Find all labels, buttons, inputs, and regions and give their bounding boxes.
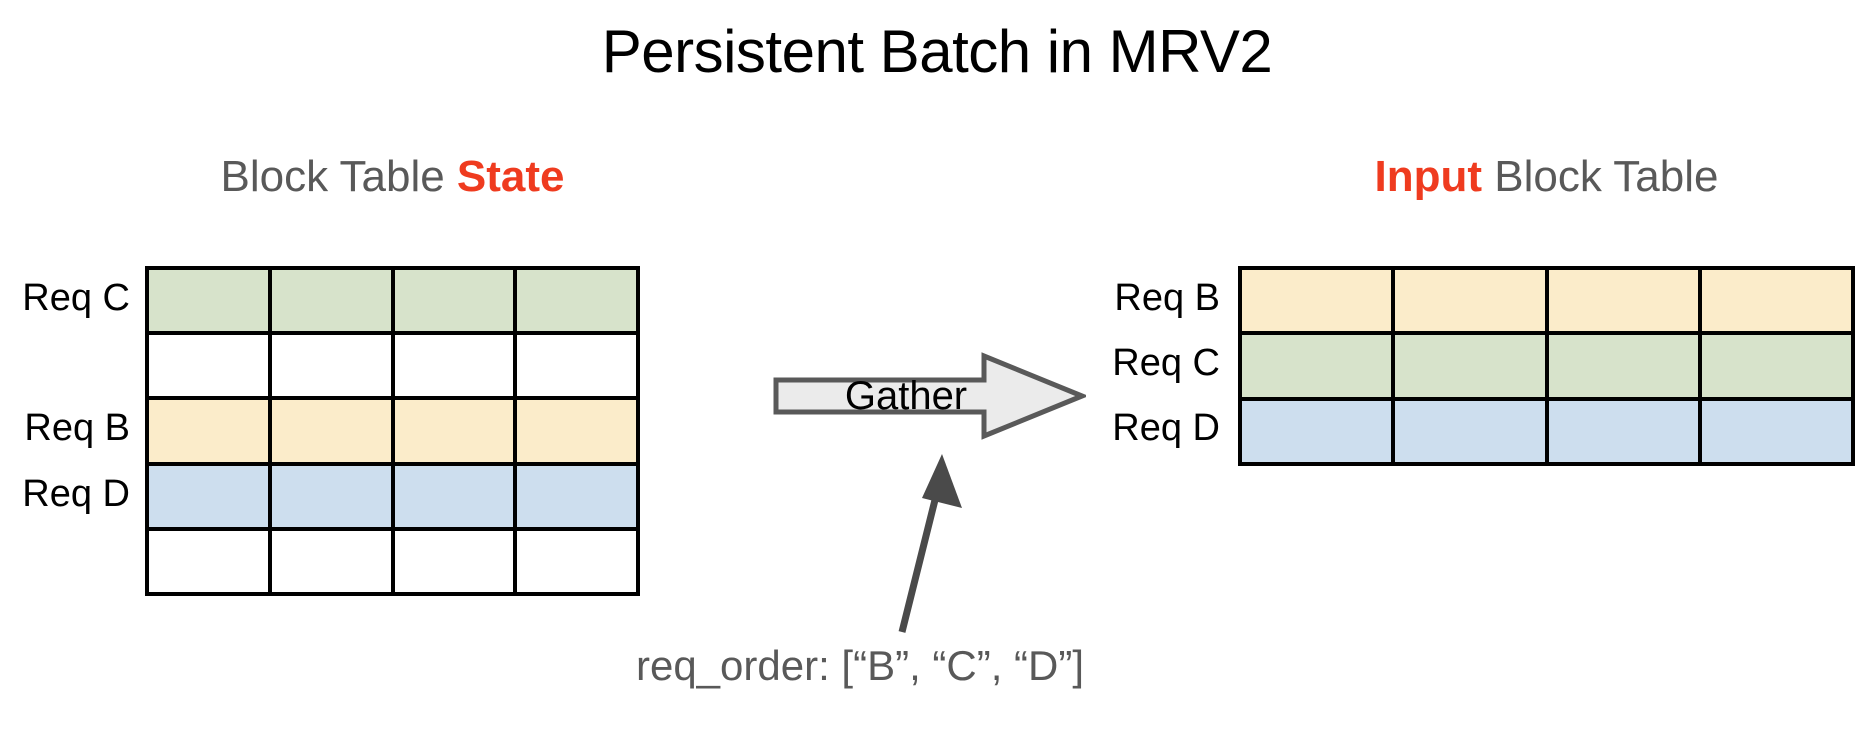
block-table-cell — [1548, 335, 1698, 397]
block-table-cell — [394, 465, 514, 527]
row-label-req-b: Req B — [24, 407, 130, 450]
block-table-cell — [149, 530, 268, 592]
page-title: Persistent Batch in MRV2 — [601, 18, 1273, 85]
block-table-cell — [394, 335, 514, 397]
gather-label: Gather — [844, 373, 968, 418]
block-table-cell — [1701, 335, 1851, 397]
right-table-heading: Input Block Table — [1238, 150, 1855, 204]
row-label-req-d: Req D — [1112, 407, 1220, 450]
block-table-cell — [517, 335, 636, 397]
block-table-cell — [149, 400, 268, 462]
row-label-req-c: Req C — [1112, 342, 1220, 385]
block-table-cell — [1395, 335, 1545, 397]
row-label-req-c: Req C — [22, 277, 130, 319]
block-table-cell — [1548, 400, 1698, 462]
block-table-cell — [1395, 270, 1545, 332]
block-table-cell — [394, 400, 514, 462]
input-block-table-grid — [1238, 266, 1855, 466]
row-label-req-b: Req B — [1114, 277, 1220, 319]
block-table-cell — [517, 530, 636, 592]
block-table-cell — [271, 530, 391, 592]
req-order-annotation: req_order: [“B”, “C”, “D”] — [635, 642, 1085, 689]
left-table-heading: Block Table State — [145, 150, 640, 204]
block-table-cell — [517, 465, 636, 527]
gather-arrow-icon — [773, 352, 1086, 440]
block-table-cell — [394, 530, 514, 592]
block-table-cell — [1242, 270, 1392, 332]
block-table-cell — [1701, 400, 1851, 462]
right-heading-accent: Input — [1374, 152, 1483, 201]
block-table-state-grid — [145, 266, 640, 596]
block-table-cell — [1242, 400, 1392, 462]
row-label-req-d: Req D — [22, 472, 130, 515]
block-table-cell — [1548, 270, 1698, 332]
block-table-cell — [517, 270, 636, 332]
block-table-cell — [1395, 400, 1545, 462]
block-table-cell — [271, 400, 391, 462]
req-order-pointer-arrow-icon — [898, 454, 962, 633]
block-table-cell — [271, 270, 391, 332]
block-table-cell — [271, 465, 391, 527]
block-table-cell — [149, 335, 268, 397]
block-table-cell — [271, 335, 391, 397]
left-heading-accent: State — [456, 152, 565, 201]
block-table-cell — [517, 400, 636, 462]
left-heading-plain: Block Table — [220, 152, 457, 201]
block-table-cell — [1701, 270, 1851, 332]
block-table-cell — [149, 465, 268, 527]
block-table-cell — [1242, 335, 1392, 397]
block-table-cell — [149, 270, 268, 332]
right-heading-plain: Block Table — [1482, 152, 1719, 201]
block-table-cell — [394, 270, 514, 332]
